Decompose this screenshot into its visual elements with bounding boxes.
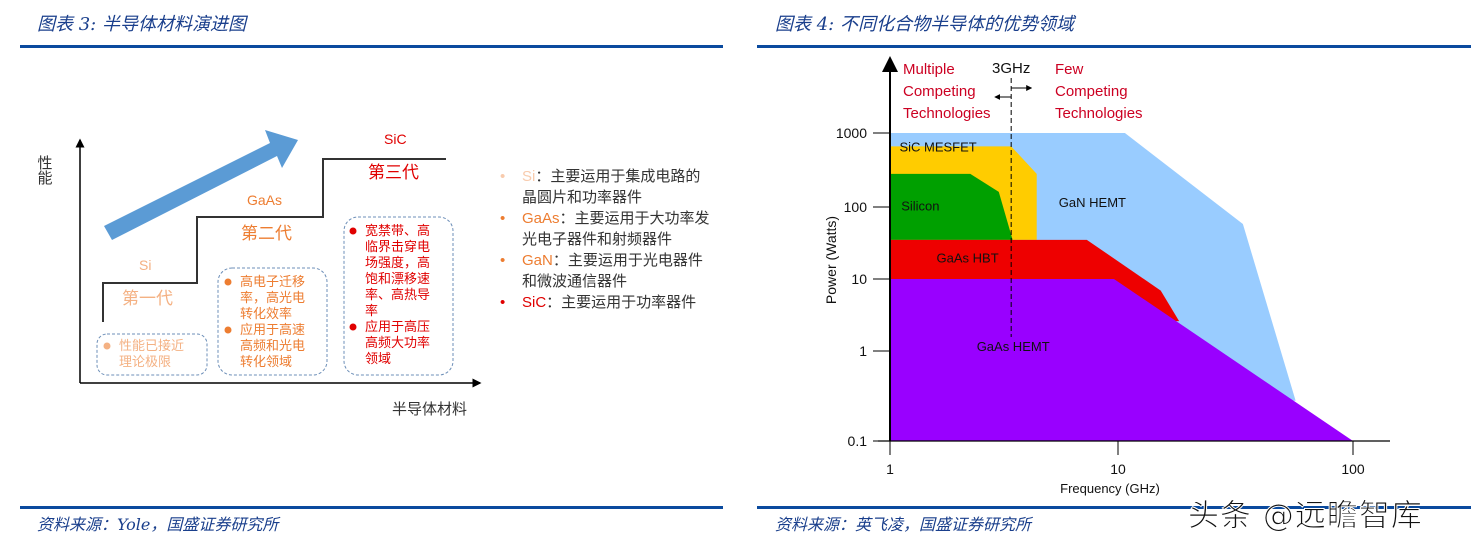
legend-item-gaas: •GaAs：主要运用于大功率发光电子器件和射频器件: [500, 210, 710, 248]
box-text-line: 率，高光电: [240, 290, 305, 305]
y-tick-label: 10: [851, 271, 867, 287]
legend-item-si: •Si：主要运用于集成电路的晶圆片和功率器件: [500, 168, 701, 206]
box-text-line: 宽禁带、高: [365, 223, 430, 238]
region-label: SiC MESFET: [899, 140, 976, 155]
gen1-box: [96, 333, 208, 376]
region-label: Silicon: [901, 198, 939, 213]
x-tick-label: 10: [1110, 461, 1126, 477]
y-tick-label: 0.1: [848, 433, 868, 449]
box-text-line: 场强度，高: [365, 255, 430, 270]
x-axis-label: 半导体材料: [392, 401, 467, 418]
legend-item-gan: •GaN：主要运用于光电器件和微波通信器件: [500, 252, 703, 290]
y-tick-label: 1000: [836, 125, 867, 141]
gen1-material: Si: [139, 257, 151, 273]
legend-text: ：主要运用于集成电路的晶圆片和功率器件: [522, 168, 701, 206]
left-bottom-rule: [20, 506, 723, 509]
x-axis-title: Frequency (GHz): [1060, 481, 1160, 496]
legend-material: GaN: [522, 252, 553, 269]
left-source: 资料来源：Yole，国盛证券研究所: [37, 515, 279, 534]
staircase: [102, 158, 446, 322]
legend-text: ：主要运用于大功率发光电子器件和射频器件: [522, 210, 710, 248]
progress-arrow: [104, 130, 298, 240]
region-label: GaAs HEMT: [977, 339, 1050, 354]
gen1-name: 第一代: [122, 289, 173, 308]
gen3-name: 第三代: [368, 163, 419, 182]
bullet-icon: [349, 227, 357, 235]
box-text-line: 领域: [365, 351, 391, 366]
box-text-line: 高电子迁移: [240, 274, 305, 289]
right-source: 资料来源：英飞凌，国盛证券研究所: [775, 515, 1032, 534]
bullet-icon: [103, 342, 111, 350]
box-text-line: 应用于高速: [240, 322, 305, 337]
right-note-line: Few: [1055, 61, 1084, 78]
region-gaas-hemt: [890, 279, 1353, 441]
legend-text: ：主要运用于功率器件: [546, 294, 697, 311]
y-axis-label: 性能: [36, 155, 53, 186]
right-note-line: Technologies: [1055, 105, 1143, 122]
left-top-rule: [20, 45, 723, 48]
box-text-line: 转化领域: [240, 354, 292, 369]
bullet-icon: [224, 326, 232, 334]
left-note-line: Multiple: [903, 61, 955, 78]
x-tick-label: 100: [1341, 461, 1365, 477]
gen3-material: SiC: [384, 131, 407, 147]
box-text-line: 高频和光电: [240, 338, 305, 353]
box-text-line: 高频大功率: [365, 335, 430, 350]
gen2-material: GaAs: [247, 192, 282, 208]
legend-material: SiC: [522, 294, 547, 311]
bullet-icon: [224, 278, 232, 286]
legend-material: Si: [522, 168, 536, 185]
gen2-name: 第二代: [241, 224, 292, 243]
divider-label: 3GHz: [992, 60, 1030, 77]
box-text-line: 率: [365, 303, 378, 318]
evolution-diagram: 性能 半导体材料 Si 第一代 GaAs 第二代 SiC 第三代 性能已接近理论…: [36, 130, 482, 418]
right-note-line: Competing: [1055, 83, 1128, 100]
left-figure-title: 图表 3: 半导体材料演进图: [37, 14, 246, 35]
region-label: GaN HEMT: [1059, 195, 1126, 210]
legend-item-sic: •SiC：主要运用于功率器件: [500, 294, 697, 311]
legend-text: ：主要运用于光电器件和微波通信器件: [522, 252, 703, 290]
box-text-line: 饱和漂移速: [365, 271, 430, 286]
box-text-line: 临界击穿电: [365, 239, 430, 254]
y-axis-title: Power (Watts): [823, 216, 839, 304]
right-figure-title: 图表 4: 不同化合物半导体的优势领域: [775, 14, 1074, 35]
right-top-rule: [757, 45, 1471, 48]
left-note-line: Competing: [903, 83, 976, 100]
y-tick-label: 1: [859, 343, 867, 359]
box-text-line: 理论极限: [119, 354, 171, 369]
bullet-icon: [349, 323, 357, 331]
region-label: GaAs HBT: [937, 250, 999, 265]
right-bottom-rule: [757, 506, 1471, 509]
y-tick-label: 100: [844, 199, 868, 215]
gen3-box: [343, 216, 454, 376]
x-tick-label: 1: [886, 461, 894, 477]
box-text-line: 率、高热导: [365, 287, 430, 302]
box-text-line: 应用于高压: [365, 319, 430, 334]
gen2-box: [217, 267, 328, 376]
watermark: 头条 @远瞻智库: [1188, 498, 1423, 535]
box-text-line: 转化效率: [240, 306, 292, 321]
region-silicon: [890, 173, 1013, 240]
left-note-line: Technologies: [903, 105, 991, 122]
box-text-line: 性能已接近: [119, 338, 184, 353]
legend-material: GaAs: [522, 210, 560, 227]
material-legend: •Si：主要运用于集成电路的晶圆片和功率器件 •GaAs：主要运用于大功率发光电…: [500, 166, 710, 313]
